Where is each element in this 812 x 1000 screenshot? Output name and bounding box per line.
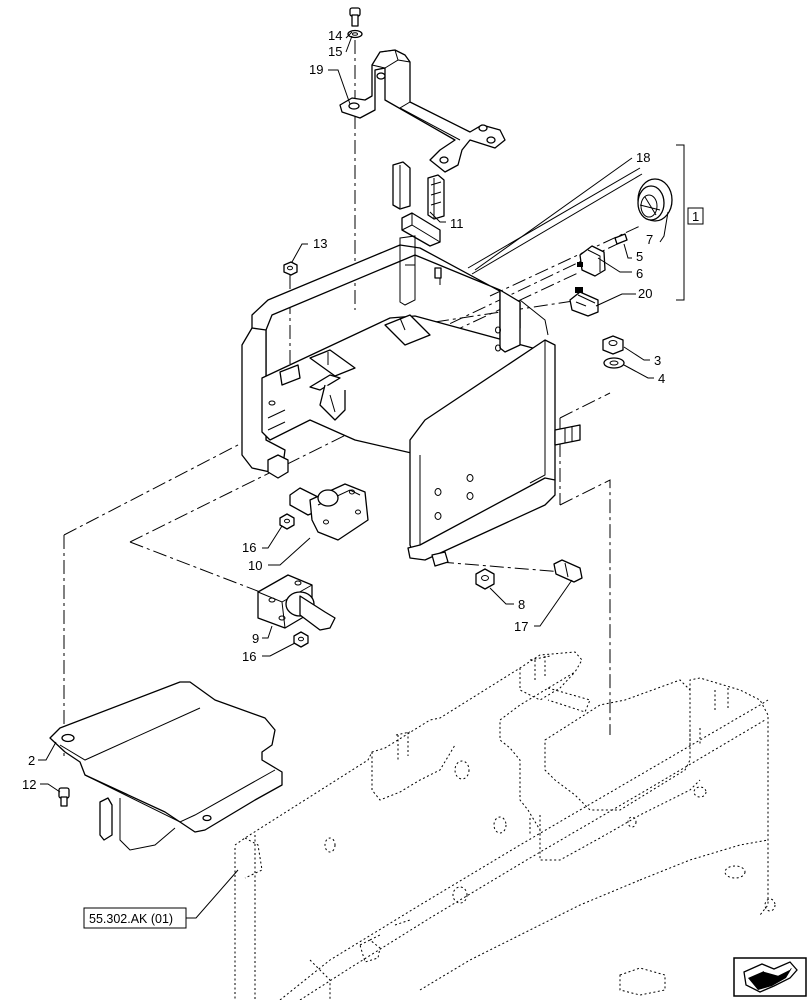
callout-10: 10 bbox=[248, 558, 262, 573]
callout-15: 15 bbox=[328, 44, 342, 59]
callout-5: 5 bbox=[636, 249, 643, 264]
next-page-arrow-icon[interactable] bbox=[733, 957, 807, 997]
rod-part-18 bbox=[467, 167, 643, 275]
callout-19: 19 bbox=[309, 62, 323, 77]
callout-labels: 14 15 19 18 11 13 7 5 6 20 3 4 16 10 9 1… bbox=[22, 28, 665, 792]
stud-part-17 bbox=[553, 559, 583, 583]
nut-part-13 bbox=[283, 261, 298, 276]
mount-part-9 bbox=[257, 574, 336, 631]
clamp-part-20 bbox=[569, 287, 599, 317]
nut-part-3 bbox=[602, 335, 624, 355]
cover-plate-part-2 bbox=[49, 681, 283, 851]
nut-part-16-upper bbox=[279, 513, 295, 530]
callout-16-lower: 16 bbox=[242, 649, 256, 664]
callout-9: 9 bbox=[252, 631, 259, 646]
callout-14: 14 bbox=[328, 28, 342, 43]
screw-part-5 bbox=[614, 233, 628, 245]
tractor-frame-phantom bbox=[234, 651, 776, 1000]
bolt-part-12 bbox=[58, 787, 70, 807]
clamp-part-6 bbox=[577, 245, 606, 277]
callout-2: 2 bbox=[28, 753, 35, 768]
callout-4: 4 bbox=[658, 371, 665, 386]
mount-part-10 bbox=[289, 483, 369, 541]
leader-lines bbox=[38, 31, 685, 919]
washer-part-4 bbox=[603, 357, 625, 369]
kit-box: 1 bbox=[687, 207, 704, 225]
battery-tray-main bbox=[241, 235, 581, 567]
nut-part-8 bbox=[475, 568, 495, 590]
callout-6: 6 bbox=[636, 266, 643, 281]
callout-8: 8 bbox=[518, 597, 525, 612]
callout-16-upper: 16 bbox=[242, 540, 256, 555]
callout-12: 12 bbox=[22, 777, 36, 792]
bolt-part-14 bbox=[349, 7, 361, 27]
clip-parts-11 bbox=[392, 161, 445, 247]
nut-part-16-lower bbox=[293, 631, 309, 648]
callout-13: 13 bbox=[313, 236, 327, 251]
callout-18: 18 bbox=[636, 150, 650, 165]
kit-label: 1 bbox=[692, 209, 699, 224]
bracket-part-19 bbox=[339, 49, 506, 173]
grommet-part-7 bbox=[637, 178, 673, 222]
callout-11: 11 bbox=[450, 216, 464, 231]
callout-20: 20 bbox=[638, 286, 652, 301]
reference-link[interactable]: 55.302.AK (01) bbox=[83, 907, 187, 929]
callout-17: 17 bbox=[514, 619, 528, 634]
callout-7: 7 bbox=[646, 232, 653, 247]
reference-label: 55.302.AK (01) bbox=[89, 912, 173, 926]
callout-3: 3 bbox=[654, 353, 661, 368]
